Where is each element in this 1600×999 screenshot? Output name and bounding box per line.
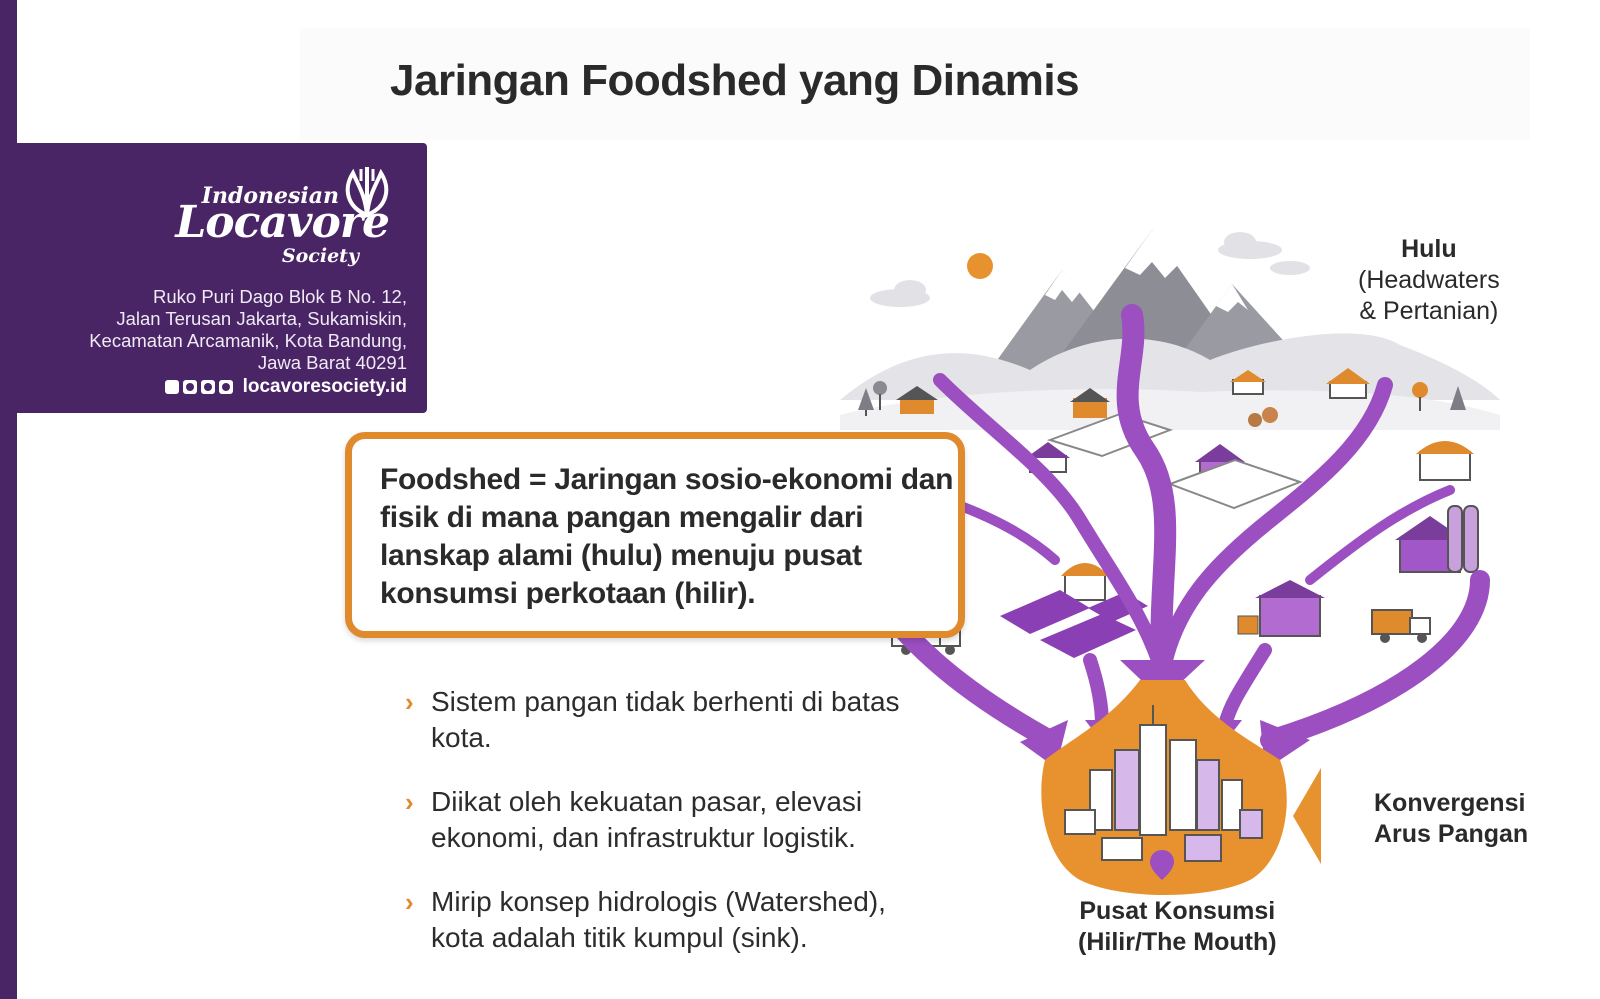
brand-panel: Indonesian Locavore Society Ruko Puri Da… bbox=[17, 143, 427, 413]
website-link[interactable]: locavoresociety.id bbox=[242, 376, 407, 397]
address-line: Jawa Barat 40291 bbox=[257, 352, 407, 373]
bullet-list: › Sistem pangan tidak berhenti di batas … bbox=[405, 684, 925, 984]
chevron-right-icon: › bbox=[405, 887, 414, 917]
konvergensi-label: Konvergensi Arus Pangan bbox=[1374, 788, 1528, 850]
foodshed-illustration bbox=[840, 230, 1500, 895]
pusat-konsumsi-label: Pusat Konsumsi (Hilir/The Mouth) bbox=[1078, 896, 1277, 958]
tree-icon bbox=[858, 381, 1466, 427]
logo-text-indonesian: Indonesian bbox=[201, 183, 339, 209]
list-item: › Diikat oleh kekuatan pasar, elevasi ek… bbox=[405, 784, 925, 856]
left-accent-strip bbox=[0, 0, 17, 999]
konvergensi-line: Arus Pangan bbox=[1374, 820, 1529, 848]
address-block: Ruko Puri Dago Blok B No. 12, Jalan Teru… bbox=[89, 286, 407, 374]
address-line: Ruko Puri Dago Blok B No. 12, bbox=[153, 286, 407, 307]
address-line: Jalan Terusan Jakarta, Sukamiskin, bbox=[116, 308, 407, 329]
hulu-subtitle: (Headwaters bbox=[1358, 266, 1500, 294]
sun-icon bbox=[967, 253, 993, 279]
instagram-icon[interactable] bbox=[182, 380, 197, 394]
list-item: › Mirip konsep hidrologis (Watershed), k… bbox=[405, 884, 925, 956]
locavore-logo: Indonesian Locavore Society bbox=[149, 153, 409, 267]
bullet-text: Mirip konsep hidrologis (Watershed), kot… bbox=[431, 886, 886, 953]
definition-callout: Foodshed = Jaringan sosio-ekonomi dan fi… bbox=[345, 432, 965, 638]
mountain-range bbox=[840, 230, 1500, 430]
page-title: Jaringan Foodshed yang Dinamis bbox=[390, 56, 1080, 105]
leaf-utensil-icon bbox=[345, 167, 389, 219]
logo-text-locavore: Locavore bbox=[175, 197, 390, 248]
definition-text: Foodshed = Jaringan sosio-ekonomi dan fi… bbox=[380, 463, 954, 610]
social-links: locavoresociety.id bbox=[164, 376, 407, 398]
hulu-label: Hulu (Headwaters & Pertanian) bbox=[1358, 234, 1500, 327]
pusat-line: Pusat Konsumsi bbox=[1079, 897, 1276, 925]
farm-buildings bbox=[896, 368, 1479, 637]
hulu-subtitle: & Pertanian) bbox=[1359, 297, 1499, 325]
location-pin-icon bbox=[1150, 850, 1174, 880]
facebook-icon[interactable] bbox=[164, 380, 179, 394]
list-item: › Sistem pangan tidak berhenti di batas … bbox=[405, 684, 925, 756]
address-line: Kecamatan Arcamanik, Kota Bandung, bbox=[89, 330, 407, 351]
bullet-text: Sistem pangan tidak berhenti di batas ko… bbox=[431, 686, 900, 753]
cloud-icon bbox=[870, 232, 1310, 307]
convergence-arrow-icon bbox=[1293, 768, 1321, 864]
title-panel bbox=[300, 28, 1530, 140]
konvergensi-line: Konvergensi bbox=[1374, 789, 1526, 817]
logo-text-society: Society bbox=[281, 245, 359, 267]
city-buildings bbox=[1064, 705, 1263, 862]
youtube-icon[interactable] bbox=[218, 380, 233, 394]
chevron-right-icon: › bbox=[405, 787, 414, 817]
bullet-text: Diikat oleh kekuatan pasar, elevasi ekon… bbox=[431, 786, 863, 853]
chevron-right-icon: › bbox=[405, 687, 414, 717]
hulu-title: Hulu bbox=[1401, 235, 1457, 263]
food-flow-rivers bbox=[840, 304, 1490, 750]
tiktok-icon[interactable] bbox=[200, 380, 215, 394]
pusat-line: (Hilir/The Mouth) bbox=[1078, 928, 1277, 956]
